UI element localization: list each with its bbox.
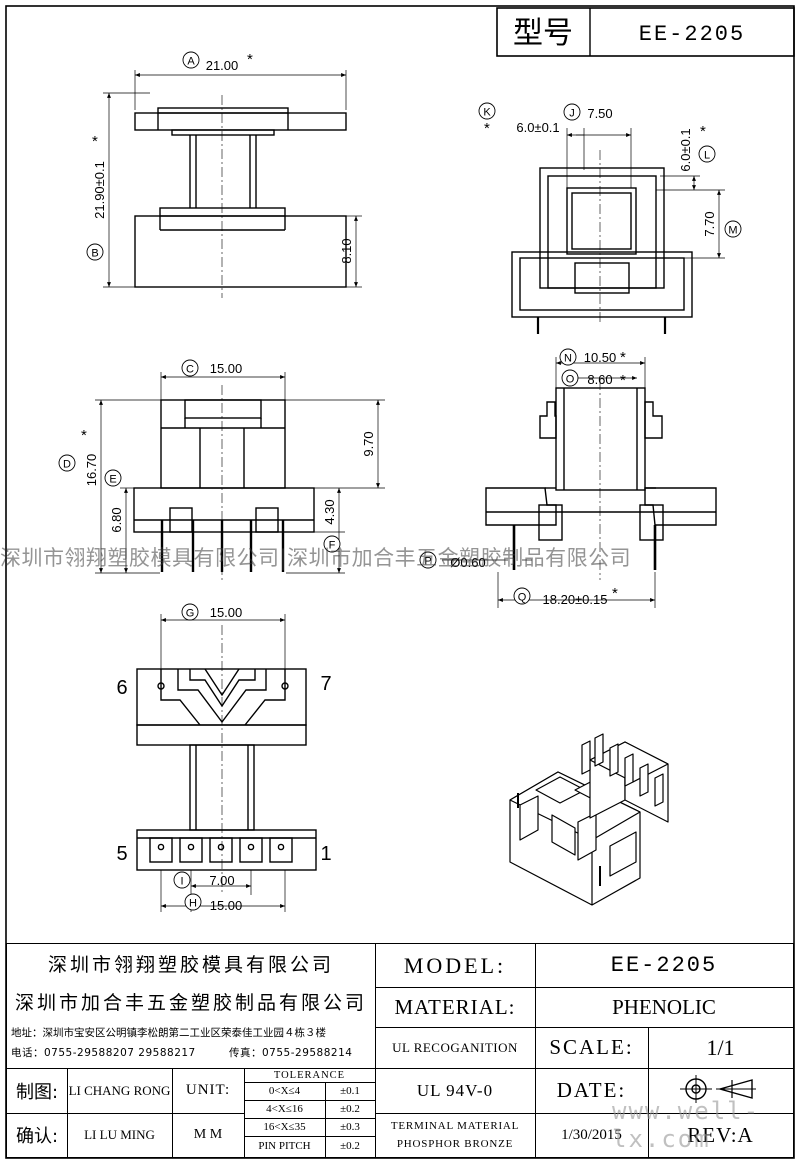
pin-1-label: 1	[320, 843, 331, 865]
bubble-c: C	[186, 364, 194, 376]
unit-value: M M	[193, 1127, 223, 1142]
bubble-e: E	[109, 474, 116, 486]
bottom-pins	[149, 837, 293, 863]
company-fax: 传真：0755-29588214	[229, 1046, 353, 1059]
dim-end-6-0-side: 6.0±0.1	[678, 128, 693, 171]
front-view: C 15.00 16.70 * D 6.80 E 9.70 4.30 F	[58, 359, 385, 580]
tolerance-3-range: 16<X≤35	[263, 1121, 306, 1133]
drawn-value: LI CHANG RONG	[68, 1082, 171, 1098]
star-d: *	[81, 427, 87, 444]
bubble-h: H	[189, 898, 197, 910]
dim-front-15-00: 15.00	[210, 361, 243, 376]
scale-value: 1/1	[706, 1034, 735, 1060]
bubble-b: B	[91, 248, 98, 260]
company-address: 地址：深圳市宝安区公明镇李松朗第二工业区荣泰佳工业园４栋３楼	[11, 1026, 326, 1039]
ul-value: UL 94V-0	[416, 1080, 494, 1100]
model-value: EE-2205	[610, 953, 718, 978]
dim-bottom-7-00: 7.00	[209, 873, 234, 888]
star-n: *	[620, 349, 626, 366]
bubble-a: A	[187, 56, 195, 68]
dim-end-6-0-top: 6.0±0.1	[516, 120, 559, 135]
dim-front-16-70: 16.70	[84, 454, 99, 487]
unit-label: UNIT:	[185, 1082, 231, 1098]
bubble-n: N	[564, 353, 572, 365]
watermark-site: www.well-lx.com	[612, 1097, 761, 1153]
confirm-label: 确认:	[15, 1126, 59, 1147]
type-value: EE-2205	[639, 22, 745, 47]
dim-front-6-80: 6.80	[109, 507, 124, 532]
pin-5-label: 5	[116, 843, 127, 865]
tolerance-4-value: ±0.2	[340, 1140, 360, 1152]
tolerance-title: TOLERANCE	[273, 1069, 346, 1081]
bubble-m: M	[728, 225, 737, 237]
dim-front-4-30: 4.30	[322, 499, 337, 524]
dim-profile-10-50: 10.50	[584, 350, 617, 365]
tolerance-2-range: 4<X≤16	[266, 1103, 303, 1115]
star-o: *	[620, 372, 626, 389]
bubble-j: J	[569, 108, 575, 120]
dim-bottom-15-00-bottom: 15.00	[210, 898, 243, 913]
terminal-material-label: TERMINAL MATERIAL	[390, 1119, 520, 1132]
front-pins	[160, 520, 285, 572]
star-q: *	[612, 585, 618, 602]
date-label: DATE:	[556, 1078, 627, 1102]
company-tel: 电话：0755-29588207 29588217	[11, 1046, 196, 1059]
dim-side-height: 21.90±0.1	[92, 161, 107, 219]
tolerance-1-value: ±0.1	[340, 1085, 360, 1097]
watermark-text: 深圳市翎翔塑胶模具有限公司|深圳市加合丰五金塑胶制品有限公司	[0, 546, 632, 570]
pin-6-label: 6	[116, 677, 127, 699]
end-view: 6.0±0.1 K * J 7.50 6.0±0.1 * L 7.70 M	[478, 102, 742, 334]
bubble-g: G	[186, 608, 195, 620]
bottom-view: 6 7 5 1 G 15.00 I 7.00 H 15.00	[116, 603, 332, 913]
drawn-label: 制图:	[15, 1081, 59, 1103]
dim-end-7-50: 7.50	[587, 106, 612, 121]
projection-symbol-icon	[680, 1075, 756, 1103]
confirm-value: LI LU MING	[84, 1127, 155, 1142]
dim-front-9-70: 9.70	[361, 431, 376, 456]
material-label: MATERIAL:	[394, 994, 516, 1019]
date-value: 1/30/2015	[561, 1126, 622, 1143]
bubble-f: F	[329, 540, 336, 552]
company-name-1: 深圳市翎翔塑胶模具有限公司	[47, 953, 334, 976]
dim-end-7-70: 7.70	[702, 211, 717, 236]
bubble-d: D	[63, 459, 71, 471]
bubble-k: K	[483, 107, 491, 119]
tolerance-3-value: ±0.3	[340, 1121, 360, 1133]
pin-7-label: 7	[320, 673, 331, 695]
material-value: PHENOLIC	[612, 994, 716, 1019]
company-name-2: 深圳市加合丰五金塑胶制品有限公司	[14, 991, 367, 1014]
bubble-o: O	[566, 374, 575, 386]
tolerance-4-range: PIN PITCH	[258, 1140, 311, 1152]
model-label: MODEL:	[403, 952, 507, 978]
dim-side-width: 21.00	[206, 58, 239, 73]
bubble-i: I	[180, 876, 183, 888]
dim-bottom-15-00-top: 15.00	[210, 605, 243, 620]
dim-profile-8-60: 8.60	[587, 372, 612, 387]
type-label: 型号	[513, 16, 573, 51]
tolerance-1-range: 0<X≤4	[268, 1085, 301, 1097]
dim-profile-18-20: 18.20±0.15	[543, 592, 608, 607]
terminal-material-value: PHOSPHOR BRONZE	[396, 1137, 514, 1150]
dim-profile-pin: Ø0.60	[450, 555, 485, 570]
star-b: *	[92, 133, 98, 150]
scale-label: SCALE:	[549, 1035, 634, 1059]
side-view: A 21.00 * 21.90±0.1 * B 8.10	[86, 51, 362, 298]
bubble-l: L	[704, 150, 710, 162]
isometric-view	[509, 733, 669, 906]
star-a: *	[247, 51, 253, 68]
dim-side-base: 8.10	[339, 238, 354, 263]
tolerance-2-value: ±0.2	[340, 1103, 360, 1115]
revision-label: REV:A	[687, 1122, 754, 1147]
bubble-q: Q	[518, 592, 527, 604]
profile-view: N 10.50 * O 8.60 * Q 18.20±0.15 * Ø0.60 …	[419, 348, 717, 608]
star-l: *	[700, 123, 706, 140]
title-block: 深圳市翎翔塑胶模具有限公司 深圳市加合丰五金塑胶制品有限公司 地址：深圳市宝安区…	[6, 943, 794, 1158]
ul-label: UL RECOGANITION	[392, 1039, 518, 1055]
type-header: 型号 EE-2205	[496, 7, 795, 57]
star-k: *	[484, 120, 490, 137]
bubble-p: P	[424, 556, 431, 568]
drawing-frame	[5, 5, 795, 1159]
